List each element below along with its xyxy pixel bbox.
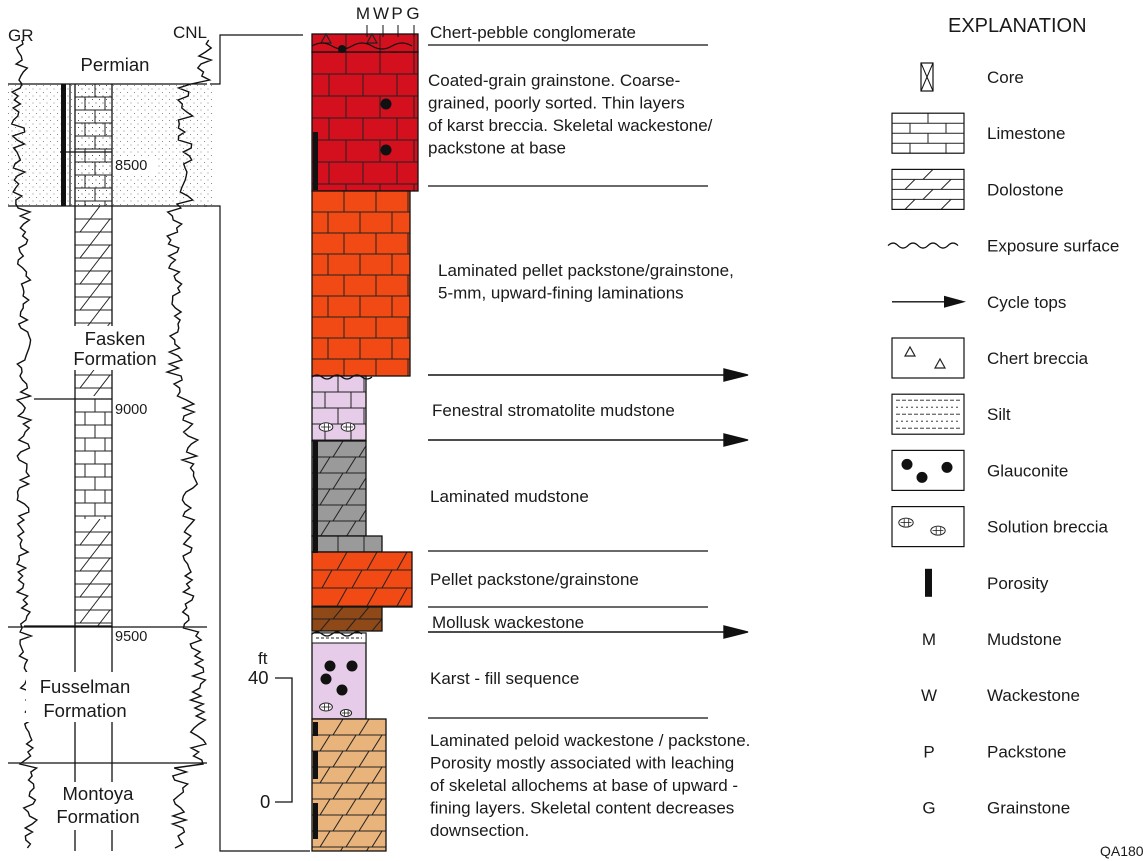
svg-text:P: P [923,742,934,761]
legend-label-solution: Solution breccia [987,518,1109,537]
cnl-log-curve [164,39,214,849]
legend-label-silt: Silt [987,405,1011,424]
legend-label-dolostone: Dolostone [987,180,1064,199]
description-separators [428,44,708,719]
texture-header-w: W [373,4,389,23]
legend-label-mudstone: Mudstone [987,630,1062,649]
legend-symbol-exposure [887,242,959,249]
explanation-title: EXPLANATION [948,15,1087,37]
description-laminated-pellet-line-1: Laminated pellet packstone/grainstone, [438,261,734,280]
unit-orange-laminated [311,190,411,377]
legend-symbol-wackestone: W [921,686,937,705]
legend-label-cycle: Cycle tops [987,293,1066,312]
exposure-surface-lines [311,374,373,637]
description-fenestral-line-1: Fenestral stromatolite mudstone [432,401,675,420]
legend-label-packstone: Packstone [987,742,1066,761]
chert-breccia-symbols [311,32,413,53]
svg-text:M: M [922,630,936,649]
legend-symbol-mudstone: M [922,630,936,649]
cnl-curve-label: CNL [173,23,207,42]
glauconite-symbols [320,98,392,696]
legend-symbol-solution [891,506,965,548]
depth-label-9500: 9500 [115,629,147,645]
svg-text:W: W [921,686,937,705]
unit-tan-peloid [311,718,387,852]
description-coated-grain-line-3: of karst breccia. Skeletal wackestone/ [428,116,713,135]
unit-red-coated [311,51,419,192]
legend-symbol-packstone: P [923,742,934,761]
age-label-montoya-line2: Formation [56,806,139,827]
legend-symbol-limestone [891,112,965,154]
description-coated-grain-line-4: packstone at base [428,139,566,158]
age-label-permian: Permian [81,54,150,75]
legend-label-glauconite: Glauconite [987,461,1068,480]
legend-symbol-grainstone: G [922,799,935,818]
depth-label-9000: 9000 [115,402,147,418]
legend-symbol-core [920,62,934,92]
unit-gray-mudstone [311,440,367,537]
legend-symbol-dolostone [891,168,965,210]
age-label-fasken-line2: Formation [73,348,156,369]
description-peloid-line-1: Laminated peloid wackestone / packstone. [430,731,750,750]
scale-top-label: 40 [248,667,269,688]
gr-curve-label: GR [8,26,34,45]
age-label-fusselman-line2: Formation [43,700,126,721]
depth-label-8500: 8500 [115,158,147,174]
scale-bar: ft 40 0 [248,649,293,812]
texture-header: M W P G [356,4,420,37]
legend-label-exposure: Exposure surface [987,237,1119,256]
description-karst-fill-line-1: Karst - fill sequence [430,669,579,688]
texture-header-m: M [356,4,370,23]
unit-orange-pellet [311,551,413,608]
legend-label-limestone: Limestone [987,124,1065,143]
description-peloid-line-4: fining layers. Skeletal content decrease… [430,799,734,818]
legend-label-wackestone: Wackestone [987,686,1080,705]
well-log-panel: GR CNL 8500 9000 9500 Permian Fasken For… [8,23,214,851]
legend-symbols: M W P G [887,62,966,818]
correlation-bracket [204,34,310,852]
unit-brown-mollusk [311,606,383,632]
legend-label-porosity: Porosity [987,574,1049,593]
explanation-legend: EXPLANATION M W P G CoreLimestoneDolostoneE… [887,15,1119,818]
legend-symbol-porosity [925,568,932,597]
texture-header-p: P [391,4,402,23]
description-coated-grain-line-1: Coated-grain grainstone. Coarse- [428,71,680,90]
figure-id: QA180 [1100,843,1143,859]
description-mollusk-line-1: Mollusk wackestone [432,613,584,632]
legend-label-chert: Chert breccia [987,349,1089,368]
legend-label-core: Core [987,68,1024,87]
description-peloid-line-2: Porosity mostly associated with leaching [430,754,734,773]
solution-breccia-symbols [318,422,356,717]
log-lithology-column [61,84,113,851]
stratigraphic-column [311,32,419,852]
description-peloid-line-5: downsection. [430,821,529,840]
porosity-bars [313,132,318,839]
texture-header-g: G [406,4,419,23]
cycle-top-arrows [428,368,749,639]
description-laminated-mudstone-line-1: Laminated mudstone [430,487,589,506]
age-label-fusselman-line1: Fusselman [40,676,130,697]
description-coated-grain-line-2: grained, poorly sorted. Thin layers [428,94,685,113]
legend-symbol-silt [891,393,965,435]
silt-band [311,632,367,644]
description-laminated-pellet-line-2: 5-mm, upward-fining laminations [438,284,684,303]
description-peloid-line-3: of skeletal allochems at base of upward … [430,776,738,795]
legend-symbol-chert [891,337,965,379]
legend-label-grainstone: Grainstone [987,799,1070,818]
legend-symbol-glauconite [891,449,965,491]
age-label-fasken-line1: Fasken [85,328,146,349]
legend-symbol-cycle [892,295,966,308]
description-chert-pebble-line-1: Chert-pebble conglomerate [430,23,636,42]
unit-gray-base [311,535,383,553]
scale-unit-label: ft [258,649,268,668]
scale-bottom-label: 0 [260,791,270,812]
description-pellet-packstone-line-1: Pellet packstone/grainstone [430,570,639,589]
age-label-montoya-line1: Montoya [63,783,135,804]
svg-text:G: G [922,799,935,818]
